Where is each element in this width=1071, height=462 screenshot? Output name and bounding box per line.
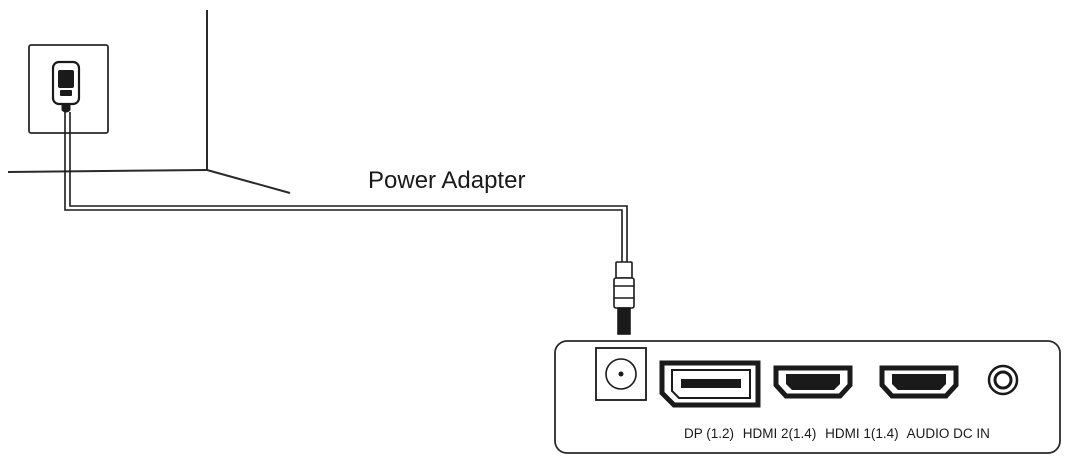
dc-barrel-connector bbox=[613, 261, 635, 335]
hdmi1-port bbox=[879, 365, 959, 399]
displayport-port bbox=[659, 360, 761, 408]
port-labels-row: DP (1.2) HDMI 2(1.4) HDMI 1(1.4) AUDIO D… bbox=[684, 426, 990, 441]
audio-jack bbox=[987, 364, 1019, 396]
power-adapter-label: Power Adapter bbox=[368, 167, 525, 194]
dc-in-port bbox=[595, 347, 647, 401]
hdmi1-port-label: HDMI 1(1.4) bbox=[825, 426, 899, 441]
floor-left-line bbox=[7, 169, 208, 173]
dp-port-label: DP (1.2) bbox=[684, 426, 734, 441]
hdmi2-port bbox=[773, 365, 853, 399]
floor-right-line bbox=[206, 169, 291, 194]
io-panel: DP (1.2) HDMI 2(1.4) HDMI 1(1.4) AUDIO D… bbox=[554, 340, 1061, 454]
plug-icon bbox=[51, 60, 81, 113]
wall-outlet bbox=[28, 44, 109, 134]
dc-in-port-label: DC IN bbox=[953, 426, 990, 441]
hdmi2-port-label: HDMI 2(1.4) bbox=[743, 426, 817, 441]
power-cable bbox=[64, 112, 628, 262]
audio-port-label: AUDIO bbox=[907, 426, 950, 441]
room-corner bbox=[7, 10, 291, 194]
